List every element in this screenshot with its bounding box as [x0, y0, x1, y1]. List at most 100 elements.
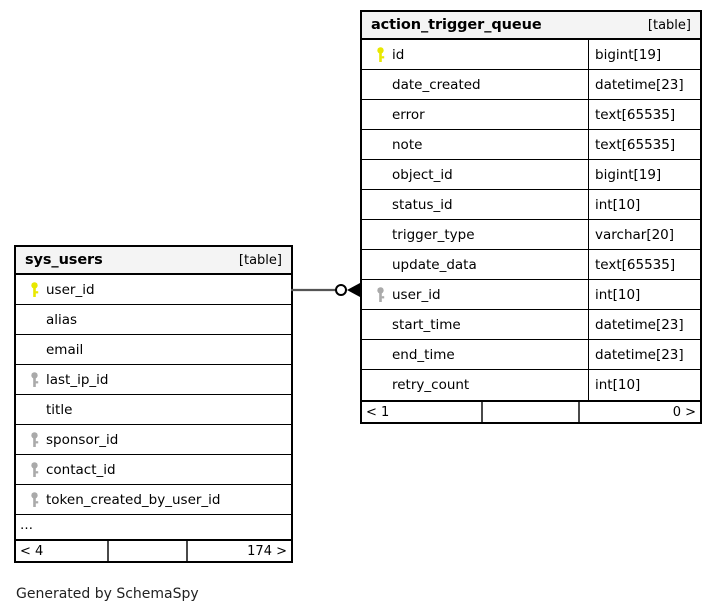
footer-middle: [481, 402, 580, 422]
er-column-label: title: [46, 401, 73, 418]
er-column-type-cell: text[65535]: [588, 100, 700, 129]
key-slot-empty: [24, 342, 44, 358]
er-column-row[interactable]: error text[65535]: [362, 100, 700, 130]
er-column-name-cell: note: [362, 130, 588, 159]
er-column-name-cell: error: [362, 100, 588, 129]
er-table-title-sys-users[interactable]: sys_users [table]: [16, 247, 291, 275]
foreign-key-icon: [30, 491, 38, 507]
er-column-name-cell: status_id: [362, 190, 588, 219]
primary-key-slot: [370, 46, 390, 63]
er-column-row[interactable]: start_time datetime[23]: [362, 310, 700, 340]
foreign-key-slot: [370, 286, 390, 303]
er-more-columns-ellipsis: …: [20, 518, 34, 533]
er-column-row[interactable]: user_id int[10]: [362, 280, 700, 310]
er-column-type-cell: text[65535]: [588, 130, 700, 159]
er-column-label: last_ip_id: [46, 371, 109, 388]
er-column-row[interactable]: email: [16, 335, 291, 365]
key-slot-empty: [24, 402, 44, 418]
er-column-row[interactable]: last_ip_id: [16, 365, 291, 395]
er-column-row[interactable]: alias: [16, 305, 291, 335]
er-column-type-cell: int[10]: [588, 190, 700, 219]
er-column-row[interactable]: user_id: [16, 275, 291, 305]
key-slot-empty: [370, 167, 390, 183]
er-column-label: contact_id: [46, 461, 116, 478]
er-column-label: user_id: [46, 281, 95, 298]
primary-key-icon: [30, 281, 38, 297]
er-column-type-cell: bigint[19]: [588, 40, 700, 69]
er-column-label: email: [46, 341, 84, 358]
er-column-name-cell: email: [16, 335, 291, 364]
er-column-label: trigger_type: [392, 226, 475, 243]
er-table-footer-sys-users: < 4 174 >: [16, 539, 291, 561]
er-column-name-cell: title: [16, 395, 291, 424]
er-column-row[interactable]: title: [16, 395, 291, 425]
footer-parents-count[interactable]: < 1: [366, 404, 390, 420]
key-slot-empty: [370, 257, 390, 273]
foreign-key-slot: [24, 491, 44, 508]
er-column-name-cell: sponsor_id: [16, 425, 291, 454]
er-table-name: action_trigger_queue: [371, 17, 542, 33]
er-column-type-cell: text[65535]: [588, 250, 700, 279]
er-column-name-cell: retry_count: [362, 370, 588, 400]
foreign-key-icon: [30, 371, 38, 387]
er-column-type-cell: datetime[23]: [588, 340, 700, 369]
generated-by-caption: Generated by SchemaSpy: [16, 586, 199, 602]
er-column-name-cell: user_id: [362, 280, 588, 309]
footer-children-count[interactable]: 0 >: [672, 404, 696, 420]
er-column-type-cell: datetime[23]: [588, 310, 700, 339]
er-column-name-cell: object_id: [362, 160, 588, 189]
footer-middle: [107, 541, 188, 561]
er-column-row[interactable]: status_id int[10]: [362, 190, 700, 220]
er-table-title-action-trigger-queue[interactable]: action_trigger_queue [table]: [362, 12, 700, 40]
footer-parents-count[interactable]: < 4: [20, 543, 44, 559]
key-slot-empty: [370, 347, 390, 363]
er-column-row[interactable]: sponsor_id: [16, 425, 291, 455]
er-column-type-cell: int[10]: [588, 280, 700, 309]
foreign-key-icon: [376, 286, 384, 302]
er-column-name-cell: date_created: [362, 70, 588, 99]
er-more-columns-row[interactable]: …: [16, 515, 291, 539]
er-table-name: sys_users: [25, 252, 103, 268]
er-column-type-cell: varchar[20]: [588, 220, 700, 249]
er-column-name-cell: contact_id: [16, 455, 291, 484]
foreign-key-slot: [24, 371, 44, 388]
er-column-name-cell: alias: [16, 305, 291, 334]
er-column-name-cell: user_id: [16, 275, 291, 304]
er-column-name-cell: id: [362, 40, 588, 69]
cardinality-many-arrow-icon: [347, 283, 360, 297]
er-column-name-cell: last_ip_id: [16, 365, 291, 394]
foreign-key-slot: [24, 461, 44, 478]
key-slot-empty: [370, 77, 390, 93]
foreign-key-icon: [30, 461, 38, 477]
er-column-name-cell: token_created_by_user_id: [16, 485, 291, 514]
er-more-columns-cell: …: [16, 515, 291, 539]
footer-children-count[interactable]: 174 >: [247, 543, 287, 559]
relationship-connector-sys-users-to-action-trigger-queue[interactable]: [291, 278, 363, 302]
er-column-row[interactable]: contact_id: [16, 455, 291, 485]
er-column-name-cell: start_time: [362, 310, 588, 339]
er-column-label: date_created: [392, 76, 481, 93]
er-column-label: alias: [46, 311, 78, 328]
er-column-label: start_time: [392, 316, 461, 333]
er-column-label: user_id: [392, 286, 441, 303]
er-column-type-cell: int[10]: [588, 370, 700, 400]
er-column-row[interactable]: trigger_type varchar[20]: [362, 220, 700, 250]
er-column-label: status_id: [392, 196, 453, 213]
key-slot-empty: [370, 227, 390, 243]
er-column-row[interactable]: token_created_by_user_id: [16, 485, 291, 515]
er-column-label: error: [392, 106, 425, 123]
key-slot-empty: [370, 317, 390, 333]
er-table-tag: [table]: [238, 252, 282, 268]
